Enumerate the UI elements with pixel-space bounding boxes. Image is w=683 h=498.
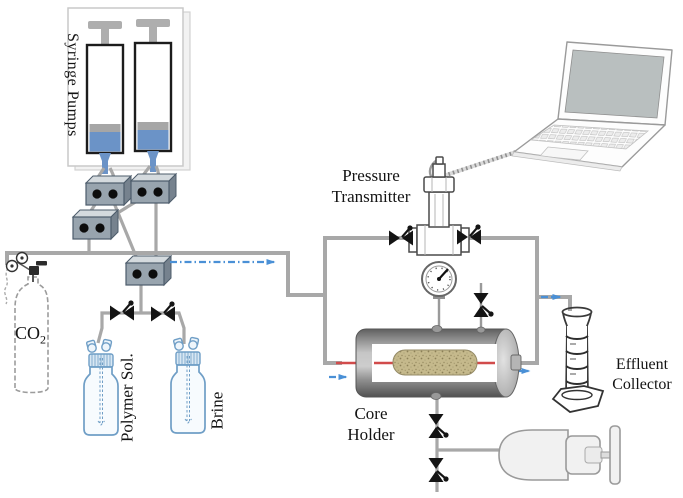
pressure-transmitter-label: Pressure Transmitter [331,166,411,207]
laptop-touchpad [539,146,589,161]
graduation-rings [565,335,589,385]
hand-pump [498,425,621,485]
laptop [511,41,673,172]
syringe-pump-cabinet [67,7,191,176]
cylinder-flare [563,311,591,325]
bottle-header-line [96,311,186,344]
co2-cylinder [4,251,49,394]
hand-pump-body [498,429,569,481]
valve-vent [472,291,495,319]
syringe-pump-1 [85,19,125,176]
core-holder-label: Core Holder [347,404,395,445]
transmitter-flow-body [416,224,462,256]
valve-transmitter-left [387,224,415,247]
regulator-hose [4,267,9,305]
valve-manifold-2 [130,173,177,204]
brine-bottle [170,336,206,434]
gauge-ticks [427,267,451,291]
valve-manifold-3 [72,209,119,240]
valve-manifold-4 [125,255,172,286]
outlet-fitting [510,354,522,371]
co2-label: CO2 [15,323,47,347]
transmitter-cap [435,156,444,165]
laptop-front-edge [511,151,623,172]
laptop-screen [564,49,665,119]
valve-manifold-1 [85,175,132,206]
brine-label: Brine [207,391,227,430]
polymer-solution-bottle [83,338,119,436]
gas-regulator [4,251,47,305]
graduation-ticks [570,343,576,390]
gas-cylinder-body [14,276,49,394]
bottom-port [430,392,442,400]
pressure-gauge [421,261,457,299]
syringe-pump-2 [133,17,173,174]
effluent-collector-label: Effluent Collector [612,356,672,393]
top-port [431,325,443,333]
core-sample [392,349,478,376]
gauge-needle [438,268,449,280]
vent-port [476,326,486,334]
core-holder [336,325,522,400]
effluent-graduated-cylinder [551,306,605,413]
transmitter-stem [428,191,450,228]
syringe-pumps-label: Syringe Pumps [64,33,81,137]
hand-pump-handle [609,425,621,485]
polymer-solution-label: Polymer Sol. [117,353,137,443]
valve-polymer-line [108,299,136,322]
laptop-keyboard [529,124,650,150]
supply-line [5,251,327,297]
